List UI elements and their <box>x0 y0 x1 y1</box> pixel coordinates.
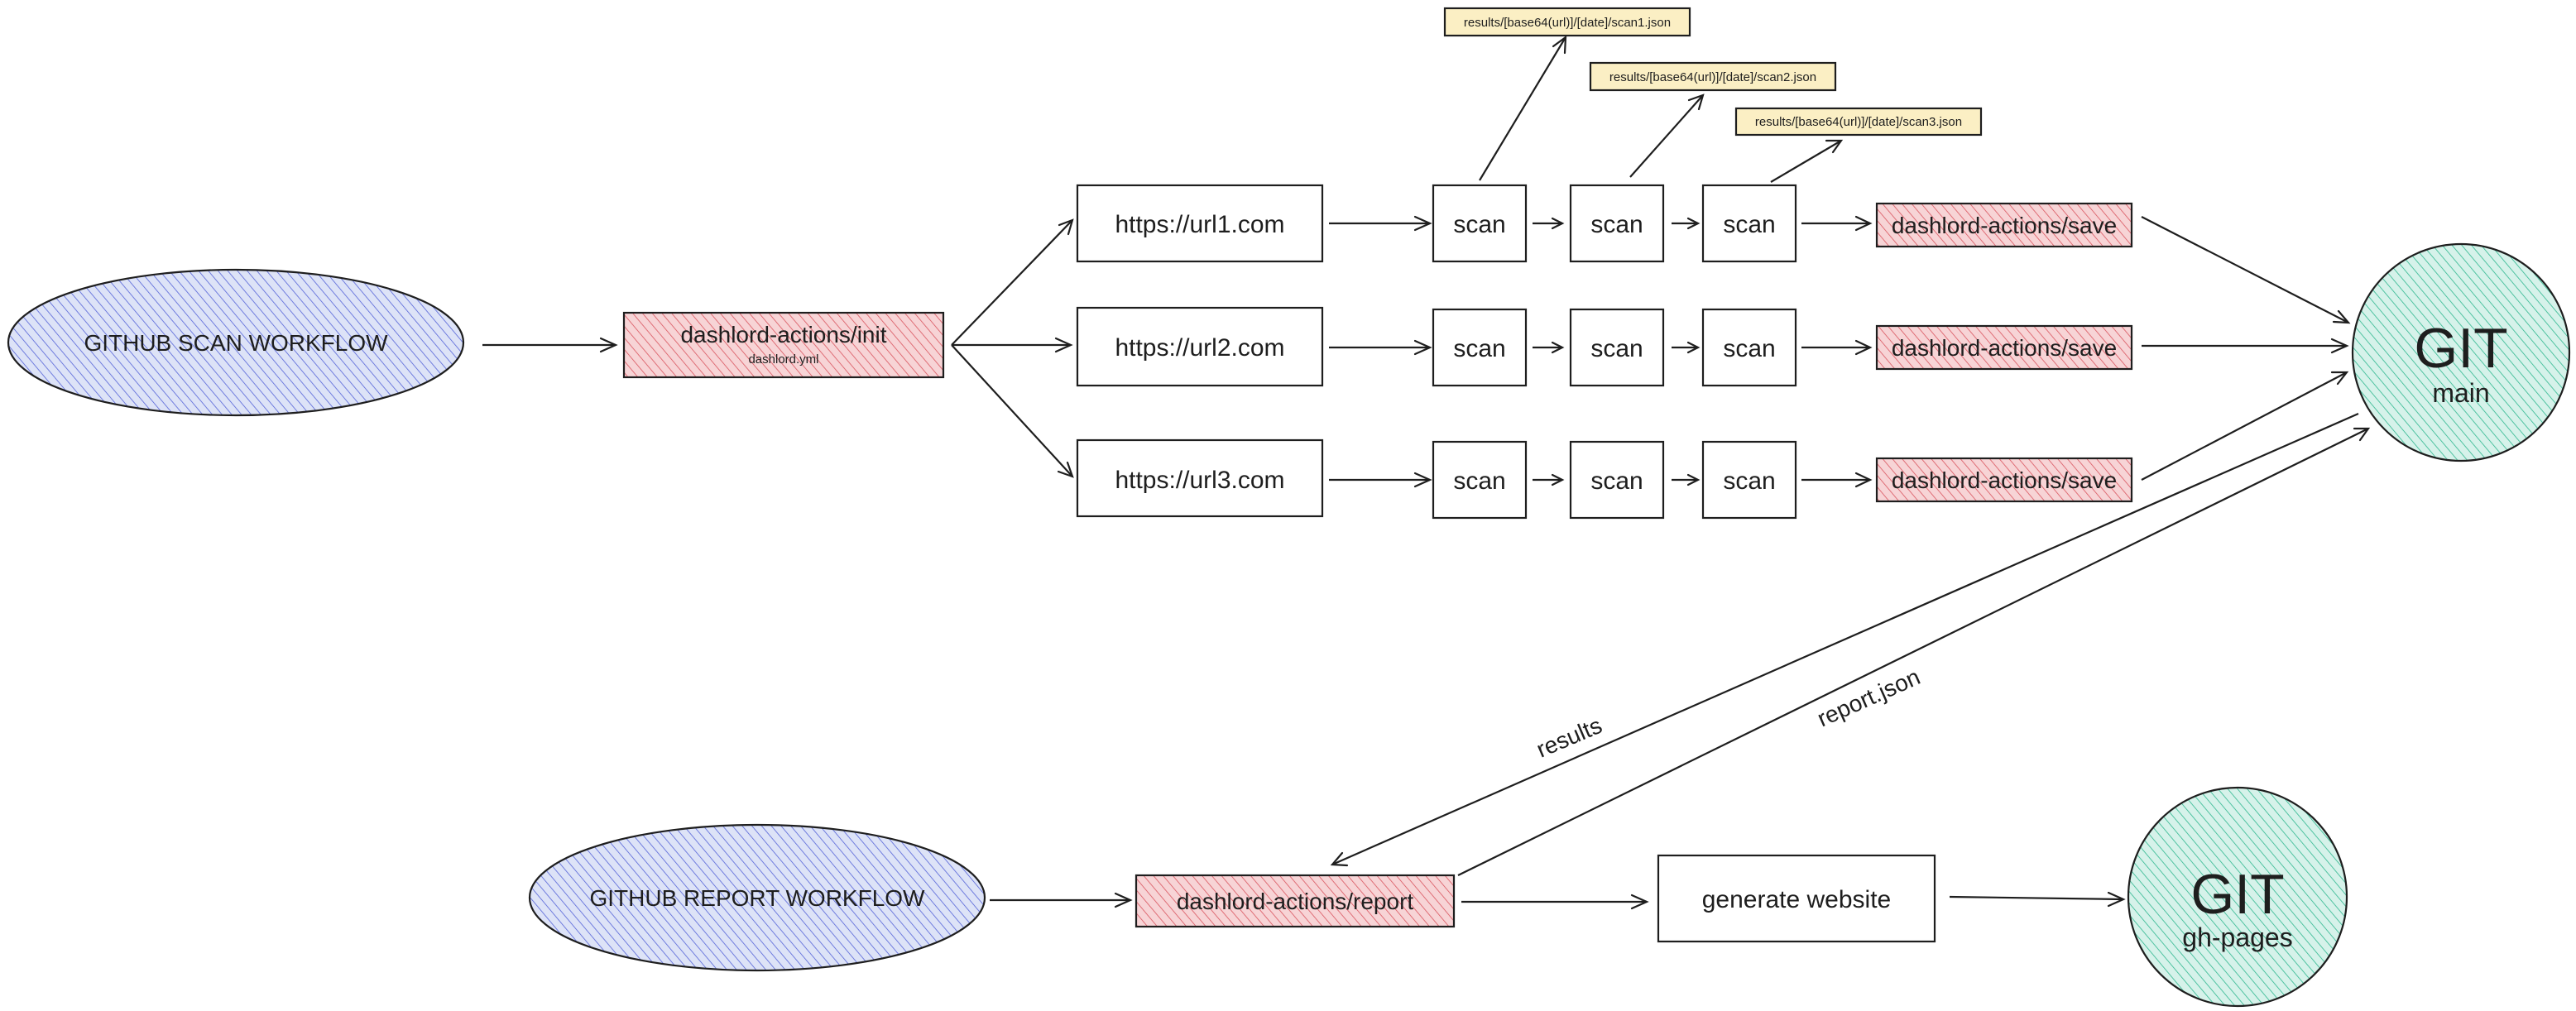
edge-scan3-to-save3 <box>1801 472 1873 488</box>
scan-label: scan <box>1590 335 1643 362</box>
scan-node-r2-3[interactable]: scan <box>1701 308 1797 387</box>
save-action-label: dashlord-actions/save <box>1892 335 2117 361</box>
results-file-label-1: results/[base64(url)]/[date]/scan1.json <box>1464 16 1671 30</box>
edge-scan2-to-scan3 <box>1672 217 1701 230</box>
report-action-label: dashlord-actions/report <box>1177 889 1414 914</box>
github-report-workflow-node[interactable]: GITHUB REPORT WORKFLOW <box>528 823 986 972</box>
edge-report-workflow-to-report <box>990 892 1133 908</box>
save-action-node-2[interactable]: dashlord-actions/save <box>1875 324 2133 371</box>
edge-scan2-to-results2 <box>1629 93 1705 178</box>
edge-save3-to-git-main <box>2141 371 2349 481</box>
url-label-1: https://url1.com <box>1115 211 1284 238</box>
edge-scan1-to-scan2-row3 <box>1533 473 1565 486</box>
edge-scan2-to-scan3-row3 <box>1672 473 1701 486</box>
save-action-label: dashlord-actions/save <box>1892 467 2117 493</box>
report-action-node[interactable]: dashlord-actions/report <box>1134 874 1456 928</box>
scan-label: scan <box>1453 467 1505 495</box>
url-node-1[interactable]: https://url1.com <box>1076 184 1324 263</box>
results-file-label-2: results/[base64(url)]/[date]/scan2.json <box>1609 70 1816 84</box>
github-report-workflow-label: GITHUB REPORT WORKFLOW <box>590 885 926 911</box>
edge-save1-to-git-main <box>2141 216 2351 324</box>
scan-node-r3-2[interactable]: scan <box>1569 440 1665 520</box>
edge-generate-to-git-pages <box>1949 891 2126 908</box>
url-label-3: https://url3.com <box>1115 467 1284 494</box>
scan-node-r3-3[interactable]: scan <box>1701 440 1797 520</box>
init-action-label: dashlord-actions/init <box>680 322 886 347</box>
edge-scan3-to-save1 <box>1801 215 1873 232</box>
scan-node-r1-2[interactable]: scan <box>1569 184 1665 263</box>
scan-label: scan <box>1723 211 1775 238</box>
save-action-node-3[interactable]: dashlord-actions/save <box>1875 457 2133 503</box>
scan-label: scan <box>1453 335 1505 362</box>
url-label-2: https://url2.com <box>1115 334 1284 362</box>
scan-node-r2-2[interactable]: scan <box>1569 308 1665 387</box>
git-main-node[interactable]: GIT main <box>2351 242 2571 462</box>
edge-scan3-to-save2 <box>1801 339 1873 356</box>
scan-node-r1-1[interactable]: scan <box>1432 184 1528 263</box>
url-node-2[interactable]: https://url2.com <box>1076 306 1324 387</box>
git-gh-pages-branch: gh-pages <box>2182 922 2292 952</box>
edge-save2-to-git-main <box>2142 338 2349 354</box>
github-scan-workflow-label: GITHUB SCAN WORKFLOW <box>84 330 388 356</box>
edge-scan1-to-scan2-row2 <box>1533 341 1565 354</box>
edge-scan1-to-scan2 <box>1533 217 1565 230</box>
scan-label: scan <box>1453 211 1505 238</box>
scan-node-r2-1[interactable]: scan <box>1432 308 1528 387</box>
scan-label: scan <box>1590 467 1643 495</box>
git-gh-pages-title: GIT <box>2190 863 2284 926</box>
scan-node-r3-1[interactable]: scan <box>1432 440 1528 520</box>
results-file-note-1: results/[base64(url)]/[date]/scan1.json <box>1443 7 1691 37</box>
edge-workflow-to-init <box>482 337 618 353</box>
scan-label: scan <box>1590 211 1643 238</box>
edge-init-to-url2 <box>952 337 1073 353</box>
git-gh-pages-node[interactable]: GIT gh-pages <box>2127 786 2348 1008</box>
github-scan-workflow-node[interactable]: GITHUB SCAN WORKFLOW <box>7 268 465 417</box>
edge-git-main-to-report <box>1330 412 2359 867</box>
results-file-note-2: results/[base64(url)]/[date]/scan2.json <box>1589 61 1837 92</box>
save-action-node-1[interactable]: dashlord-actions/save <box>1875 202 2133 248</box>
edge-url1-to-scan <box>1329 215 1432 232</box>
edges <box>482 35 2371 910</box>
git-main-branch: main <box>2432 378 2489 408</box>
edge-report-to-git-main <box>1457 427 2371 876</box>
url-node-3[interactable]: https://url3.com <box>1076 438 1324 518</box>
edge-report-to-generate <box>1461 894 1649 910</box>
edge-url2-to-scan <box>1329 339 1432 356</box>
scan-node-r1-3[interactable]: scan <box>1701 184 1797 263</box>
init-action-config-file: dashlord.yml <box>748 352 818 367</box>
init-action-node[interactable]: dashlord-actions/init dashlord.yml <box>622 311 945 379</box>
results-file-note-3: results/[base64(url)]/[date]/scan3.json <box>1734 107 1983 137</box>
edge-scan2-to-scan3-row2 <box>1672 341 1701 354</box>
edge-label-results: results <box>1533 712 1605 763</box>
scan-label: scan <box>1723 335 1775 362</box>
edge-scan3-to-results3 <box>1770 139 1844 183</box>
scan-label: scan <box>1723 467 1775 495</box>
generate-website-node[interactable]: generate website <box>1657 854 1936 943</box>
edge-url3-to-scan <box>1329 472 1432 488</box>
edge-scan1-to-results1 <box>1479 35 1567 181</box>
results-file-label-3: results/[base64(url)]/[date]/scan3.json <box>1755 115 1962 129</box>
generate-website-label: generate website <box>1702 886 1892 913</box>
git-main-title: GIT <box>2414 317 2507 380</box>
edge-init-to-url3 <box>951 344 1074 478</box>
save-action-label: dashlord-actions/save <box>1892 213 2117 238</box>
edge-init-to-url1 <box>951 218 1074 346</box>
